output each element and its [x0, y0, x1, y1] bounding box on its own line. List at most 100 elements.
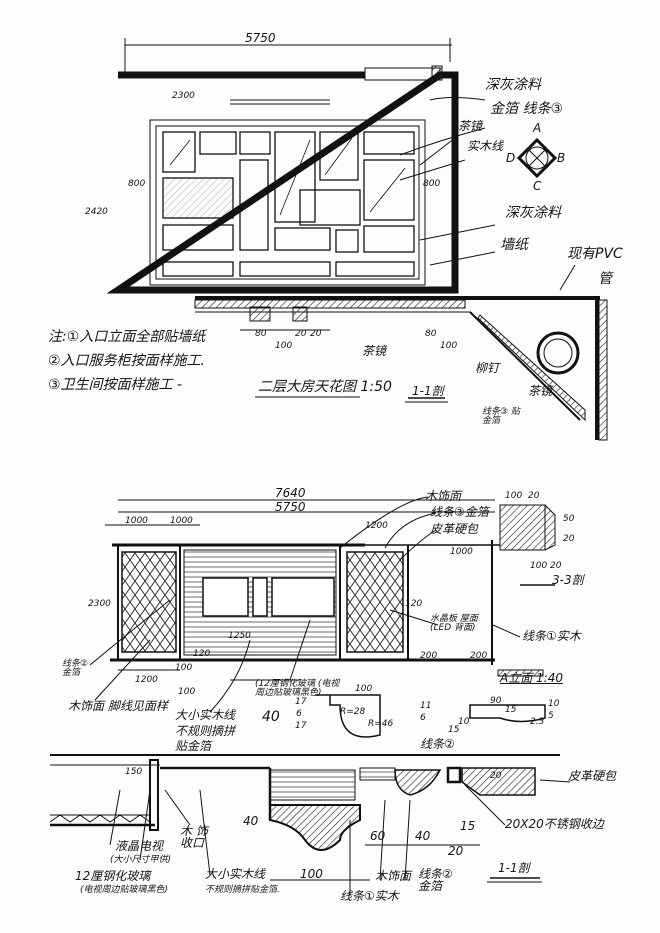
profile-dim: 90 — [490, 696, 502, 706]
profile-dim: 15 — [505, 705, 517, 715]
label-molding-2: 线条② — [420, 737, 455, 751]
elev-dim: 120 — [405, 599, 423, 609]
label-molding-3-gold: 线条③金箔 — [430, 505, 489, 519]
label-tea-mirror: 茶镜 — [458, 119, 483, 133]
elevation-a — [89, 496, 556, 738]
plan-title: 二层大房天花图 1:50 — [258, 379, 392, 395]
profile-dim: 2.3 — [530, 717, 545, 727]
floor-dim: 20 — [310, 329, 322, 339]
compass-a: A — [533, 121, 542, 135]
label-steel-edge: 20X20不锈钢收边 — [505, 817, 604, 831]
profile-dim: 6 — [420, 713, 426, 723]
label-wood-lines: 大小实木线 — [205, 867, 266, 881]
compass-c: C — [533, 179, 542, 193]
label-crystal-panel: 水晶板 屋面(LED 背面) — [430, 614, 478, 633]
profile-dim: 11 — [420, 701, 432, 711]
compass-b: B — [557, 151, 566, 165]
dim-right-mid: 800 — [423, 179, 441, 189]
elev-dim: 1200 — [135, 675, 158, 685]
sec11-dim: 60 — [370, 829, 386, 843]
sec33-dim: 20 — [550, 561, 562, 571]
label-dark-gray-paint: 深灰涂料 — [485, 77, 541, 93]
sec33-dim: 100 — [530, 561, 548, 571]
elev-dim: 200 — [420, 651, 438, 661]
elev-dim: 200 — [470, 651, 488, 661]
elev-dim: 120 — [193, 649, 211, 659]
sec33-dim: 100 — [505, 491, 523, 501]
floor-dim: 80 — [425, 329, 437, 339]
profile-dim: R=46 — [368, 719, 394, 729]
sec33-dim: 20 — [563, 534, 575, 544]
sec11-dim: 40 — [243, 814, 259, 828]
floor-dim: 20 — [295, 329, 307, 339]
label-wallpaper: 墙纸 — [500, 237, 528, 253]
section-1-1 — [49, 754, 571, 895]
note-2: ②入口服务柜按面样施工. — [48, 353, 206, 369]
label-leather-panel: 皮革硬包 — [430, 522, 479, 536]
elev-dim-height: 2300 — [88, 599, 111, 609]
sec11-dim: 20 — [448, 844, 464, 858]
elev-dim: 1000 — [450, 547, 473, 557]
sec11-dim: 40 — [415, 829, 431, 843]
label-molding-2-gold: 线条② 金箔 — [418, 867, 453, 893]
elev-dim: 1000 — [170, 516, 193, 526]
ceiling-plan — [106, 38, 608, 441]
label-lcd-tv-note: (大小尺寸甲供) — [110, 855, 172, 865]
profile-dim: 40 — [262, 709, 280, 725]
label-gold-leaf-molding: 金箔 线条③ — [490, 101, 564, 117]
profile-dim: 100 — [355, 684, 373, 694]
section-3-3-title: 3-3剖 — [552, 573, 584, 587]
label-leather: 皮革硬包 — [568, 769, 617, 783]
dim-left-outer: 2420 — [85, 207, 108, 217]
label-pipe: 管 — [598, 271, 612, 287]
label-molding-1-wood: 线条①实木 — [522, 629, 581, 643]
label-wood-lines: 大小实木线 不规则摘拼 贴金箔 — [175, 708, 236, 754]
section-1-1-title: 1-1剖 — [498, 861, 530, 875]
elev-dim-total: 7640 — [275, 486, 306, 500]
profile-dim: 10 — [458, 717, 470, 727]
elev-dim: 1000 — [125, 516, 148, 526]
label-floor-tea-mirror: 茶镜 — [362, 344, 387, 358]
elev-dim: 1200 — [365, 521, 388, 531]
section-tag-1-1: 1-1剖 — [412, 384, 444, 398]
profile-dim: R=28 — [340, 707, 366, 717]
sec11-dim: 150 — [125, 767, 143, 777]
profile-dim: 15 — [448, 725, 460, 735]
profile-dim: 17 — [295, 697, 307, 707]
label-wood-trim: 木 饰收口 — [180, 824, 208, 850]
elev-dim: 1250 — [228, 631, 251, 641]
elev-dim: 100 — [175, 663, 193, 673]
floor-dim: 80 — [255, 329, 267, 339]
note-3: ③卫生间按面样施工 - — [48, 377, 183, 393]
label-glass-note: (电视周边贴玻璃黑色) — [80, 885, 169, 895]
profile-dim: 6 — [296, 709, 302, 719]
sec11-dim: 20 — [490, 771, 502, 781]
label-molding-2-gold: 线条② 金箔 — [62, 659, 89, 678]
note-1: 注:①入口立面全部贴墙纸 — [48, 329, 206, 345]
dim-left-mid: 800 — [128, 179, 146, 189]
dim-left-top: 2300 — [172, 91, 195, 101]
profile-dim: 5 — [548, 711, 554, 721]
floor-dim: 100 — [275, 341, 293, 351]
profile-dim: 10 — [548, 699, 560, 709]
label-molding-1-wood: 线条①实木 — [340, 889, 399, 903]
label-solid-wood-line: 实木线 — [467, 139, 504, 153]
sec33-dim: 20 — [528, 491, 540, 501]
elev-dim: 100 — [178, 687, 196, 697]
sec11-dim: 15 — [460, 819, 476, 833]
label-wood-veneer: 木饰面 — [425, 489, 462, 503]
sec33-dim: 50 — [563, 514, 575, 524]
dim-total-width: 5750 — [245, 31, 276, 45]
label-rivet: 柳钉 — [475, 361, 500, 375]
elev-dim-inner: 5750 — [275, 500, 306, 514]
label-lcd-tv: 液晶电视 — [115, 839, 164, 853]
label-glass-note: (12厘钢化玻璃 (电视周边贴玻璃黑色) — [255, 679, 340, 698]
label-existing-pvc: 现有PVC — [567, 246, 623, 262]
label-wood-veneer: 木饰面 — [375, 869, 412, 883]
label-skirting: 木饰面 脚线见面样 — [68, 699, 168, 713]
label-dark-gray-paint-2: 深灰涂料 — [505, 205, 561, 221]
compass-d: D — [506, 151, 516, 165]
profile-dim: 17 — [295, 721, 307, 731]
